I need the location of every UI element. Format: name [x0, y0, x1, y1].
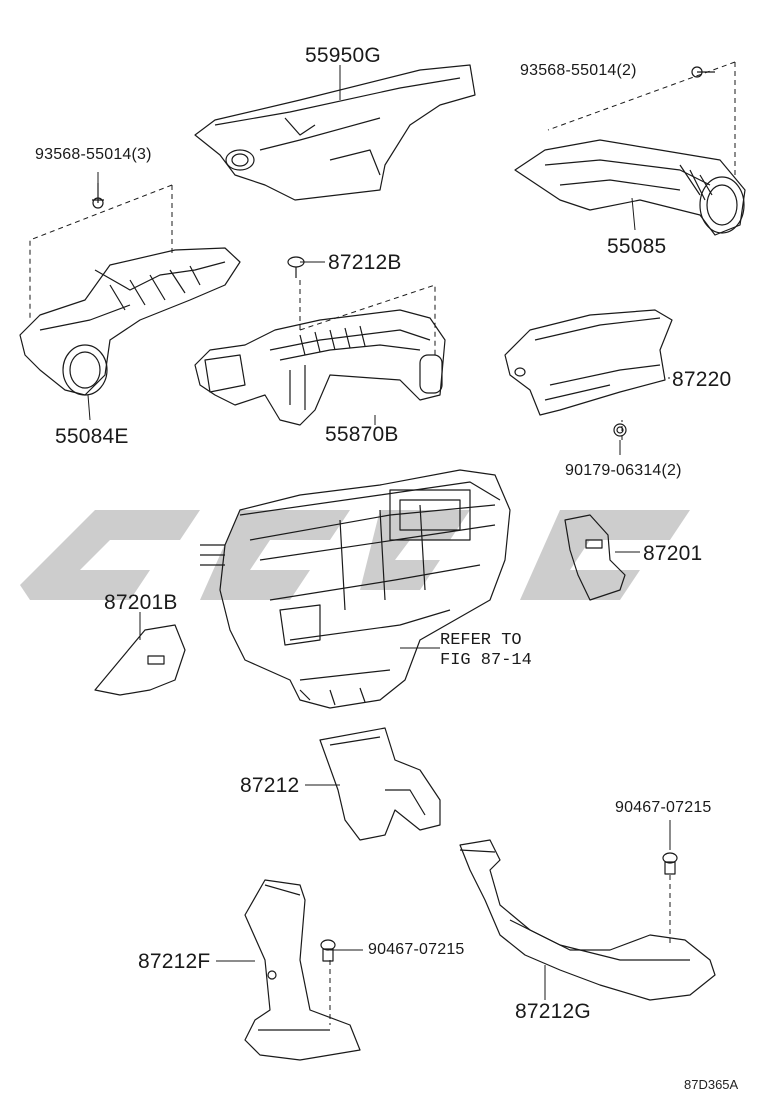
- duct-87212g: [459, 839, 716, 1001]
- cover-87201: [564, 514, 626, 601]
- cover-87201b: [94, 624, 186, 696]
- part-label-93568-55014-3: 93568-55014(3): [35, 146, 152, 163]
- clip-icon: [320, 939, 336, 962]
- duct-55085: [514, 139, 746, 236]
- part-label-87212g: 87212G: [515, 1000, 591, 1023]
- bolt-icon: [691, 66, 715, 78]
- part-label-87212b: 87212B: [328, 251, 402, 274]
- hvac-unit: [200, 469, 511, 709]
- part-label-87212: 87212: [240, 774, 300, 797]
- duct-55084e: [19, 247, 241, 396]
- duct-55870b: [194, 309, 446, 426]
- clip-icon: [662, 852, 678, 875]
- clip-icon: [287, 256, 305, 278]
- figure-code: 87D365A: [684, 1077, 739, 1092]
- part-label-55084e: 55084E: [55, 425, 129, 448]
- reference-note: REFER TO FIG 87-14: [440, 631, 532, 670]
- nut-icon: [613, 423, 627, 437]
- panel-87220: [504, 309, 673, 416]
- part-label-90467-07215-right: 90467-07215: [615, 799, 712, 816]
- part-label-87201: 87201: [643, 542, 703, 565]
- dashed-guides: [29, 61, 736, 1025]
- part-label-87212f: 87212F: [138, 950, 211, 973]
- duct-87212: [319, 727, 441, 841]
- leader-lines: [87, 65, 671, 1000]
- part-label-87220: 87220: [672, 368, 732, 391]
- part-label-90467-07215-left: 90467-07215: [368, 941, 465, 958]
- part-label-93568-55014-2: 93568-55014(2): [520, 62, 637, 79]
- duct-55950g: [194, 64, 476, 201]
- part-label-55870b: 55870B: [325, 423, 399, 446]
- bolt-icon: [92, 183, 104, 209]
- part-label-55085: 55085: [607, 235, 667, 258]
- part-label-55950g: 55950G: [305, 44, 381, 67]
- part-label-87201b: 87201B: [104, 591, 178, 614]
- duct-87212f: [244, 879, 361, 1061]
- part-label-90179-06314: 90179-06314(2): [565, 462, 682, 479]
